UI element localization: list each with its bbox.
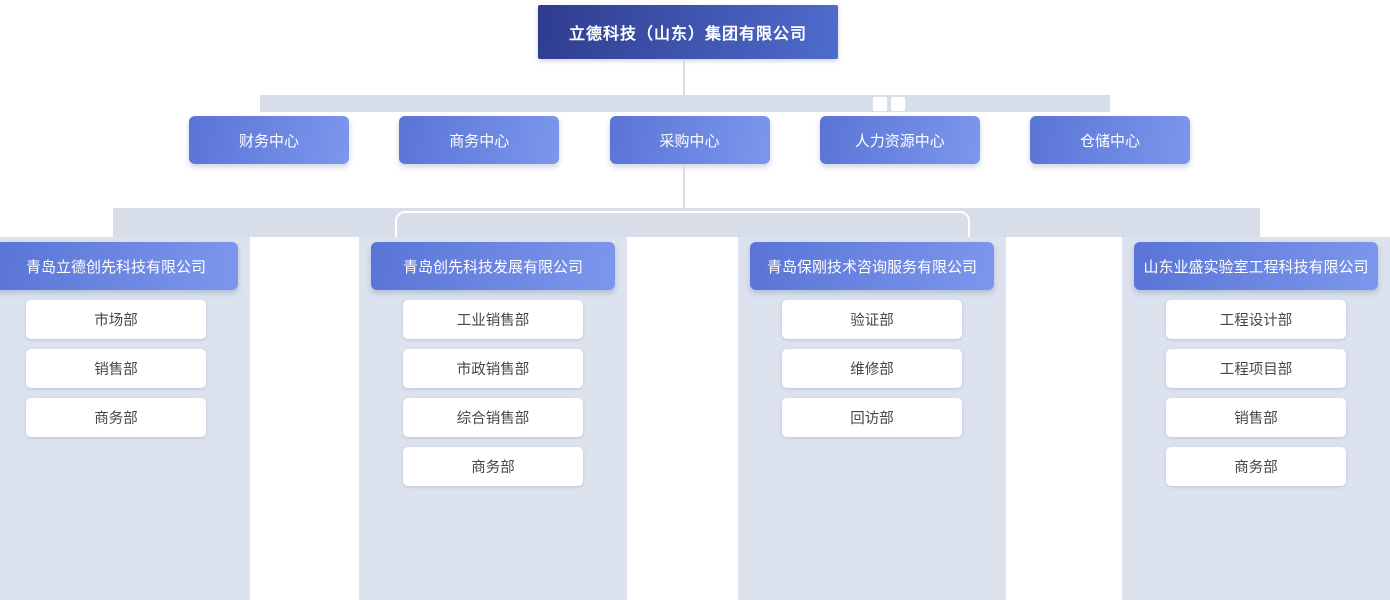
org-node-department[interactable]: 回访部 — [782, 398, 962, 437]
org-node-department[interactable]: 验证部 — [782, 300, 962, 339]
org-node-center[interactable]: 人力资源中心 — [819, 116, 980, 164]
org-node-company[interactable]: 青岛立德创先科技有限公司 — [0, 242, 238, 290]
org-node-department[interactable]: 工程项目部 — [1166, 349, 1346, 388]
rail-notch — [891, 97, 905, 111]
org-node-department[interactable]: 市政销售部 — [403, 349, 583, 388]
org-node-center[interactable]: 仓储中心 — [1030, 116, 1190, 164]
company-column: 山东业盛实验室工程科技有限公司工程设计部工程项目部销售部商务部 — [1122, 237, 1390, 600]
org-node-department[interactable]: 工业销售部 — [403, 300, 583, 339]
company-column: 青岛创先科技发展有限公司工业销售部市政销售部综合销售部商务部 — [359, 237, 627, 600]
org-node-root[interactable]: 立德科技（山东）集团有限公司 — [538, 5, 838, 59]
rail-notch — [873, 97, 887, 111]
org-node-center[interactable]: 采购中心 — [609, 116, 770, 164]
root-label: 立德科技（山东）集团有限公司 — [568, 26, 807, 43]
org-node-company[interactable]: 青岛保刚技术咨询服务有限公司 — [750, 242, 994, 290]
company-column: 青岛立德创先科技有限公司市场部销售部商务部 — [0, 237, 250, 600]
org-node-department[interactable]: 商务部 — [26, 398, 206, 437]
org-node-department[interactable]: 工程设计部 — [1166, 300, 1346, 339]
org-node-department[interactable]: 销售部 — [1166, 398, 1346, 437]
connector-center-to-companies — [683, 164, 685, 208]
connector-rail-companies — [113, 208, 1260, 237]
company-column: 青岛保刚技术咨询服务有限公司验证部维修部回访部 — [738, 237, 1006, 600]
org-node-company[interactable]: 山东业盛实验室工程科技有限公司 — [1134, 242, 1378, 290]
org-node-center[interactable]: 财务中心 — [189, 116, 349, 164]
org-node-department[interactable]: 销售部 — [26, 349, 206, 388]
org-node-department[interactable]: 商务部 — [403, 447, 583, 486]
centers-row: 财务中心 商务中心 采购中心 人力资源中心 仓储中心 — [189, 116, 1190, 164]
org-node-department[interactable]: 维修部 — [782, 349, 962, 388]
rail-highlight-outline — [395, 211, 970, 237]
org-node-company[interactable]: 青岛创先科技发展有限公司 — [371, 242, 615, 290]
connector-rail-centers — [260, 95, 1110, 112]
org-node-department[interactable]: 市场部 — [26, 300, 206, 339]
org-node-department[interactable]: 综合销售部 — [403, 398, 583, 437]
connector-root-to-centers — [683, 59, 685, 95]
org-node-department[interactable]: 商务部 — [1166, 447, 1346, 486]
org-node-center[interactable]: 商务中心 — [399, 116, 560, 164]
